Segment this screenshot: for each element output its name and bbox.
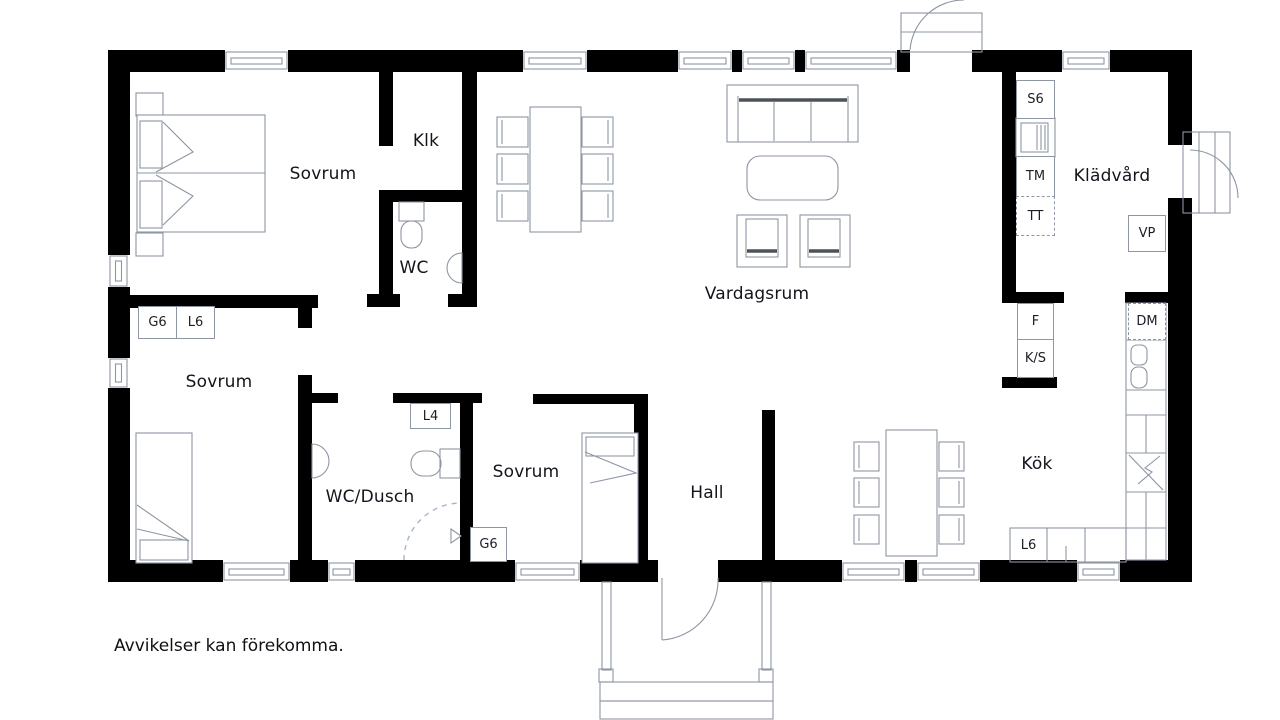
room-label-klk: Klk xyxy=(412,131,440,151)
appliance-fridge: F xyxy=(1017,303,1054,340)
room-label-sovrum-2: Sovrum xyxy=(185,372,253,392)
single-bed-middle xyxy=(581,432,639,564)
disclaimer-text: Avvikelser kan förekomma. xyxy=(114,636,344,656)
room-label-vardagsrum: Vardagsrum xyxy=(704,284,810,304)
coffee-table xyxy=(746,155,839,201)
cabinet-s6-laundry: S6 xyxy=(1016,80,1055,119)
appliance-dishwasher: DM xyxy=(1128,303,1166,340)
armchair-right xyxy=(799,214,851,268)
entrance-door xyxy=(661,577,719,641)
wc-sink xyxy=(446,252,463,284)
appliance-fridge-freezer: K/S xyxy=(1017,339,1054,378)
appliance-tumble-dryer: TT xyxy=(1016,196,1055,236)
room-label-hall: Hall xyxy=(690,483,724,503)
cabinet-g6-bedroom3: G6 xyxy=(470,527,507,562)
windows xyxy=(109,51,1120,581)
appliance-heat-pump: VP xyxy=(1128,215,1166,252)
kitchen-dining-table xyxy=(853,429,965,557)
dining-table-living xyxy=(496,106,614,233)
cabinet-g6-bedroom2: G6 xyxy=(138,306,177,339)
top-exterior-door xyxy=(900,0,983,53)
cabinet-l6-bedroom2: L6 xyxy=(176,306,215,339)
double-bed xyxy=(135,92,266,257)
cabinet-l4-bath: L4 xyxy=(410,403,451,429)
room-label-wc-dusch: WC/Dusch xyxy=(325,487,415,507)
room-label-sovrum-1: Sovrum xyxy=(289,164,357,184)
room-label-wc: WC xyxy=(399,258,429,278)
wc-toilet xyxy=(398,201,425,249)
sofa xyxy=(726,84,859,143)
kitchen-counter-bottom xyxy=(1009,527,1127,563)
shower-door-arc xyxy=(403,502,462,561)
bath-sink xyxy=(311,443,330,479)
laundry-sink-cabinet xyxy=(1015,117,1056,158)
doors xyxy=(403,0,1239,641)
room-label-kok: Kök xyxy=(1021,454,1053,474)
cabinet-l6-kitchen: L6 xyxy=(1020,537,1037,553)
bath-toilet xyxy=(410,448,461,479)
single-bed-left xyxy=(135,432,193,564)
entrance-porch xyxy=(598,581,774,720)
kitchen-counter-right xyxy=(1125,302,1167,561)
room-label-sovrum-3: Sovrum xyxy=(492,462,560,482)
room-label-kladvard: Klädvård xyxy=(1073,166,1151,186)
right-exterior-door xyxy=(1182,131,1239,214)
appliance-washing-machine: TM xyxy=(1016,156,1055,197)
armchair-left xyxy=(736,214,788,268)
